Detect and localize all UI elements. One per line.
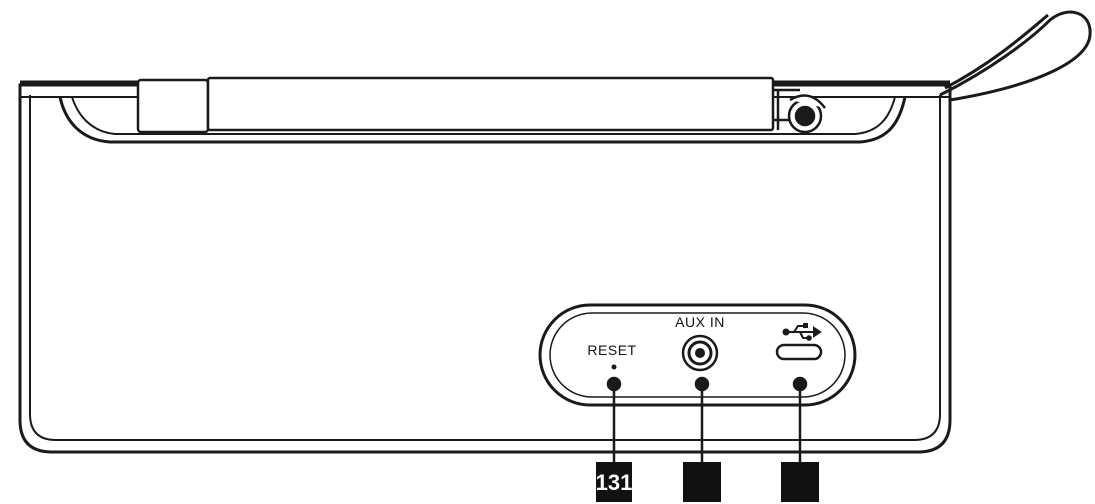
callout-leaders: [606, 376, 808, 462]
aux-in-label: AUX IN: [675, 314, 725, 330]
carry-strap-icon: [939, 10, 1092, 102]
aux-in-port[interactable]: AUX IN: [675, 314, 725, 372]
aux-jack-icon: [681, 334, 719, 372]
callout-number: 131: [596, 470, 633, 495]
reset-label: RESET: [587, 342, 636, 358]
usb-port[interactable]: [775, 323, 823, 361]
telescopic-antenna-icon: [136, 76, 826, 134]
reset-port[interactable]: RESET: [587, 342, 636, 370]
reset-pinhole-icon: [611, 364, 617, 370]
antenna-recess: [58, 96, 907, 144]
usb-c-slot: [775, 343, 823, 361]
callout-131: 131: [596, 462, 633, 502]
connector-panel: [538, 303, 857, 407]
callout-usb: [781, 462, 819, 502]
callout-aux: [683, 462, 721, 502]
usb-icon: [782, 323, 822, 341]
